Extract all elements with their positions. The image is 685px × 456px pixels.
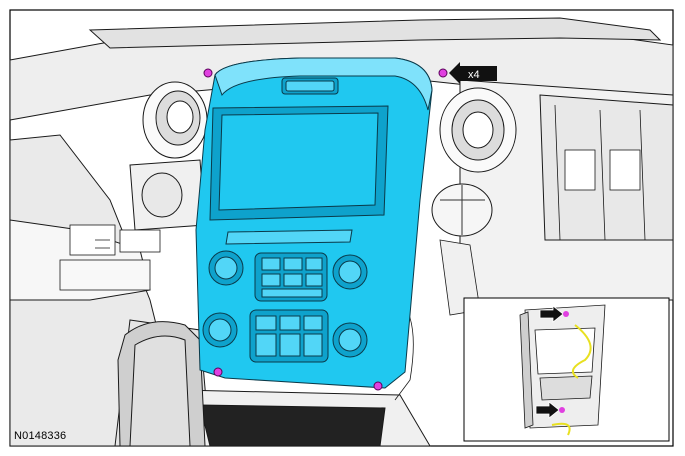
reference-id: N0148336 [14,430,67,442]
fastener-marker-icon [203,68,213,78]
left-air-vent [129,81,208,231]
fastener-markers [203,68,448,391]
dash-details [59,104,646,401]
fastener-marker-icon [373,381,383,391]
callout-label: x4 [468,69,480,81]
gear-shifter [117,321,206,447]
arrow-callout-icon: x4 [449,62,497,84]
right-air-vent [431,87,517,237]
inset-arrow-icon [535,305,564,419]
center-control-panel [195,57,433,389]
fastener-marker-icon [438,68,448,78]
inset-detail [463,297,670,442]
fastener-marker-icon [213,367,223,377]
